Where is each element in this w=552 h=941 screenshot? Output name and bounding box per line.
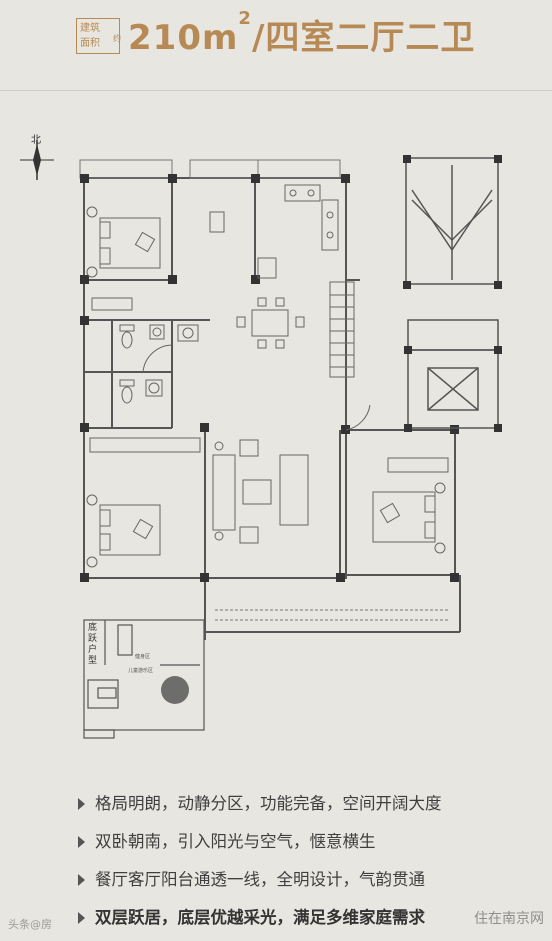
- badge-line2: 面积: [80, 38, 100, 49]
- header-divider: [0, 90, 552, 91]
- feature-item-3: 餐厅客厅阳台通透一线，全明设计，气韵贯通: [78, 866, 425, 890]
- interior-walls: [84, 180, 360, 578]
- arrow-icon: [78, 797, 85, 810]
- lower-floor-inset: [83, 619, 205, 739]
- floor-plan: 北: [20, 134, 502, 739]
- bed-north: [86, 206, 161, 278]
- kitchen-counter: [257, 184, 339, 279]
- feature-item-2: 双卧朝南，引入阳光与空气，惬意横生: [78, 828, 376, 852]
- interior-stairs: [329, 281, 355, 378]
- living-room-sofa: [212, 439, 309, 544]
- feature-text: 双层跃居，底层优越采光，满足多维家庭需求: [95, 908, 425, 927]
- feature-text: 双卧朝南，引入阳光与空气，惬意横生: [95, 832, 376, 851]
- dining-table: [236, 297, 305, 349]
- elevator-pillars: [404, 346, 502, 432]
- stairwell: [405, 157, 499, 285]
- arrow-icon: [78, 873, 85, 886]
- bed-southwest: [86, 437, 201, 568]
- area-unit-sup: 2: [238, 8, 252, 29]
- kids-area-label: 儿童游乐区: [128, 667, 153, 674]
- elevator-lobby: [407, 319, 499, 429]
- area-badge: 建筑 面积 约: [76, 18, 121, 54]
- feature-text: 餐厅客厅阳台通透一线，全明设计，气韵贯通: [95, 870, 425, 889]
- watermark-right: 住在南京网: [474, 911, 544, 927]
- stairwell-pillars: [403, 155, 502, 289]
- feature-item-1: 格局明朗，动静分区，功能完备，空间开阔大度: [78, 790, 442, 814]
- north-label: 北: [31, 134, 41, 146]
- bathrooms: [91, 297, 199, 404]
- badge-line1: 建筑: [80, 23, 100, 34]
- feature-item-4: 双层跃居，底层优越采光，满足多维家庭需求: [78, 904, 425, 928]
- arrow-icon: [78, 835, 85, 848]
- compass-icon: [20, 140, 54, 180]
- balcony-rails: [79, 159, 450, 621]
- layout-description: /四室二厅二卫: [251, 18, 476, 58]
- area-value: 210m: [128, 18, 239, 58]
- feature-text: 格局明朗，动静分区，功能完备，空间开阔大度: [95, 794, 442, 813]
- arrow-icon: [78, 911, 85, 924]
- header: 建筑 面积 约 210m2/四室二厅二卫: [0, 0, 552, 90]
- badge-suffix: 约: [113, 34, 121, 43]
- bed-southeast: [345, 404, 449, 554]
- wall-pillars: [80, 174, 459, 582]
- lower-floor-label: 底跃户型: [88, 621, 97, 666]
- study-desk: [209, 211, 225, 233]
- page-title: 210m2/四室二厅二卫: [128, 8, 476, 59]
- gym-label: 健身区: [135, 653, 150, 660]
- lower-floor-plant-icon: [161, 676, 189, 704]
- watermark-left: 头条@房: [8, 918, 52, 931]
